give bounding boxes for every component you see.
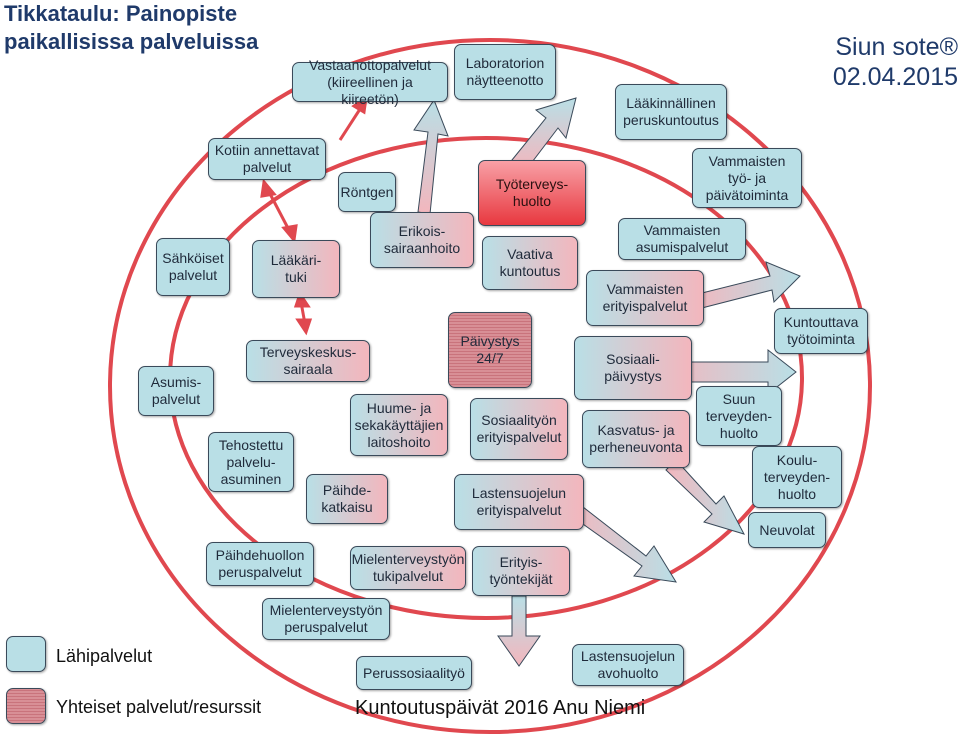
node-terveyskeskus: Terveyskeskus- sairaala <box>246 340 370 382</box>
node-erikois: Erikois- sairaanhoito <box>370 212 474 268</box>
node-lastensuojelu-avo: Lastensuojelun avohuolto <box>572 644 684 686</box>
node-paihdekatkaisu: Päihde- katkaisu <box>306 474 388 524</box>
node-erityistyontekijat: Erityis- työntekijät <box>472 546 570 596</box>
node-sosiaalityon-erityis: Sosiaalityön erityispalvelut <box>470 398 568 460</box>
node-huume: Huume- ja sekakäyttäjien laitoshoito <box>350 394 448 456</box>
arrow-up-erikois <box>413 98 449 215</box>
node-rontgen: Röntgen <box>338 172 396 212</box>
node-paivystys: Päivystys 24/7 <box>448 312 532 388</box>
node-paihdehuollon: Päihdehuollon peruspalvelut <box>206 542 314 586</box>
node-tyoterveys: Työterveys- huolto <box>478 160 586 226</box>
presentation-date: 02.04.2015 <box>832 63 958 91</box>
footer-credit: Kuntoutuspäivät 2016 Anu Niemi <box>355 697 646 719</box>
node-vastaanotto: Vastaanottopalvelut (kiireellinen ja kii… <box>292 57 448 107</box>
node-perussosiaalityo: Perussosiaalityö <box>356 656 472 690</box>
node-mielenterveys-tuki: Mielenterveystyön tukipalvelut <box>350 546 466 590</box>
node-neuvolat: Neuvolat <box>748 512 826 548</box>
connector-laakari-terveyskeskus <box>293 290 313 336</box>
connector-kotiin-laakari <box>260 178 298 244</box>
node-laakinnallinen: Lääkinnällinen peruskuntoutus <box>615 84 727 140</box>
org-logo-date: Siun sote® 02.04.2015 <box>812 32 958 92</box>
node-sosiaalipaivystys: Sosiaali- päivystys <box>574 336 692 400</box>
legend-label-local: Lähipalvelut <box>56 646 153 666</box>
node-koulu: Koulu- terveyden- huolto <box>752 446 842 508</box>
org-name: Siun sote® <box>835 33 958 61</box>
node-tehostettu: Tehostettu palvelu- asuminen <box>208 432 294 492</box>
legend-swatch-shared <box>6 688 46 724</box>
node-asumis: Asumis- palvelut <box>138 366 214 416</box>
node-laboratorio: Laboratorion näytteenotto <box>454 44 556 100</box>
node-laakarituki: Lääkäri- tuki <box>252 240 340 298</box>
node-kuntouttava: Kuntouttava työtoiminta <box>774 308 868 354</box>
node-vammaisten-erityis: Vammaisten erityispalvelut <box>586 270 704 326</box>
node-kotiin: Kotiin annettavat palvelut <box>208 138 326 180</box>
outer-ring <box>108 38 872 734</box>
legend-swatch-local <box>6 636 46 672</box>
node-kasvatus: Kasvatus- ja perheneuvonta <box>582 410 690 468</box>
arrow-right-vammaisten <box>689 261 801 311</box>
legend-label-shared: Yhteiset palvelut/resurssit <box>56 697 262 717</box>
page-title: Tikkataulu: Painopiste paikallisissa pal… <box>4 1 259 54</box>
node-sahkoiset: Sähköiset palvelut <box>156 238 230 296</box>
node-vaativa: Vaativa kuntoutus <box>482 236 578 290</box>
node-suun: Suun terveyden- huolto <box>696 386 782 446</box>
node-mielenterveys-perus: Mielenterveystyön peruspalvelut <box>262 598 390 640</box>
node-vammaisten-asumis: Vammaisten asumispalvelut <box>618 218 746 260</box>
node-vammaisten-tyo: Vammaisten työ- ja päivätoiminta <box>692 148 802 208</box>
arrow-down-erityis <box>497 595 541 667</box>
arrow-down-kasvatus <box>665 459 745 535</box>
node-lastensuojelu-erityis: Lastensuojelun erityispalvelut <box>454 474 584 530</box>
